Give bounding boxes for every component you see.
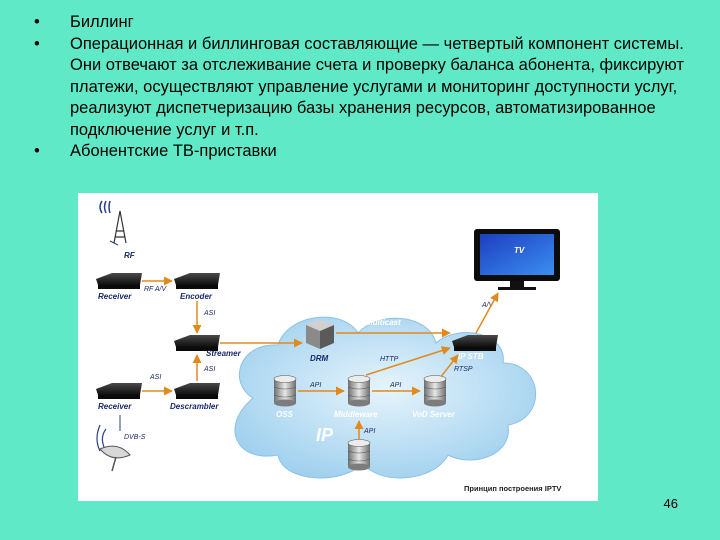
bullet-item-billing: Биллинг [34,12,684,34]
iptv-diagram: IP RF Receiver Encoder RF A/V Streamer A… [78,193,598,501]
receiver-bottom-label: Receiver [98,402,132,411]
middleware-label: Middleware [334,410,378,419]
multicast-label: Multicast [366,318,401,327]
drm-label: DRM [310,354,329,363]
bullet-item-description: Операционная и биллинговая составляющие … [34,34,684,142]
asi-label-2: ASI [203,366,215,373]
encoder-icon [174,273,220,289]
diagram-caption: Принцип построения IPTV [464,484,561,493]
middleware-database-icon [347,375,371,407]
dvb-s-label: DVB-S [124,434,146,441]
ip-stb-label: IP STB [458,352,484,361]
ip-cloud [234,316,536,479]
rf-av-label: RF A/V [144,286,168,293]
oss-label: OSS [276,410,294,419]
drm-cube-icon [306,319,334,349]
antenna-tower-icon [99,200,127,246]
receiver-top-icon [96,273,142,289]
bullet-item-stb: Абонентские ТВ-приставки [34,141,684,163]
satellite-dish-icon [96,415,131,472]
rtsp-label: RTSP [454,366,473,373]
vod-server-database-icon [423,375,447,407]
tv-icon [474,229,560,290]
api-label-3: API [363,428,375,435]
ip-stb-icon [452,335,498,351]
av-label: A/V [481,302,495,309]
descrambler-label: Descrambler [170,402,219,411]
vod-server-label: VoD Server [412,410,456,419]
streamer-label: Streamer [206,349,242,358]
bss-database-icon [347,439,371,471]
bss-label: BSS [350,472,367,481]
oss-database-icon [273,375,297,407]
api-label-2: API [389,382,401,389]
streamer-icon [174,335,220,351]
tv-label: TV [514,246,525,255]
bullet-list: Биллинг Операционная и биллинговая соста… [34,12,684,163]
descrambler-icon [174,383,220,399]
api-label-1: API [309,382,321,389]
ip-label: IP [316,425,334,445]
asi-label-1: ASI [203,310,215,317]
asi-label-3: ASI [149,374,161,381]
http-label: HTTP [380,356,399,363]
iptv-diagram-svg: IP RF Receiver Encoder RF A/V Streamer A… [96,200,561,493]
page-number: 46 [663,496,678,511]
receiver-bottom-icon [96,383,142,399]
encoder-label: Encoder [180,292,213,301]
receiver-top-label: Receiver [98,292,132,301]
rf-label: RF [124,251,136,260]
